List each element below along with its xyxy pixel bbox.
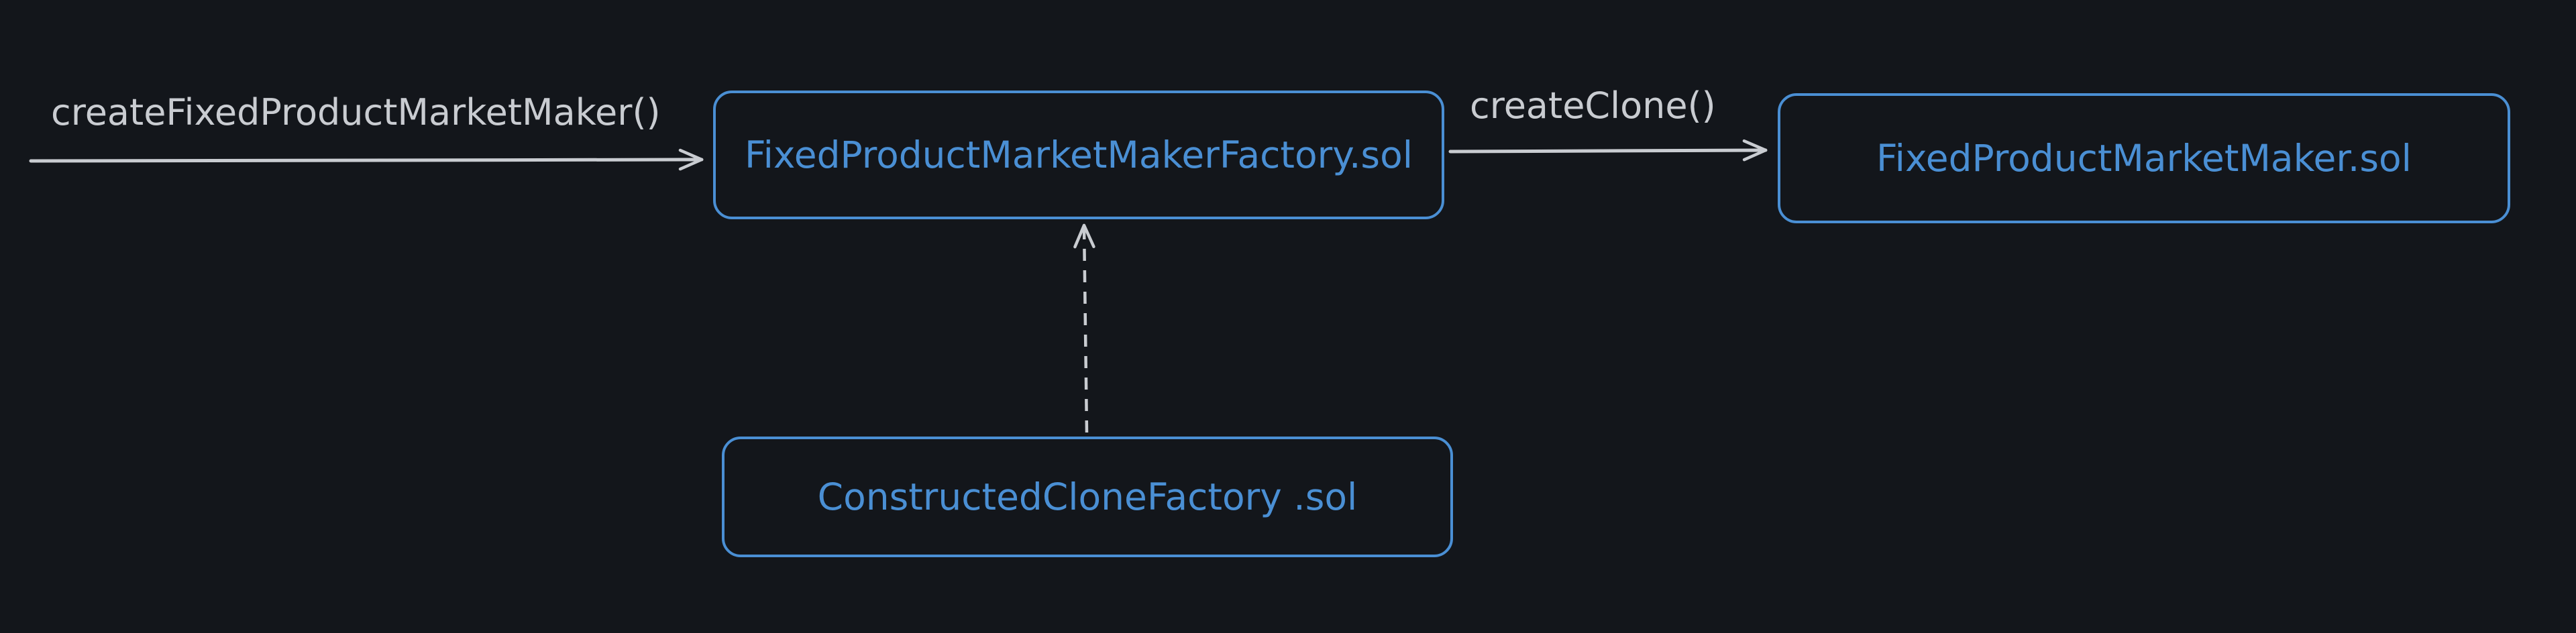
node-clone-factory[interactable]: ConstructedCloneFactory .sol xyxy=(722,437,1453,557)
edge-dependency-arrow xyxy=(1073,223,1095,433)
node-factory-label: FixedProductMarketMakerFactory.sol xyxy=(744,133,1413,176)
edge-label-create-clone: createClone() xyxy=(1470,84,1716,127)
node-market-maker[interactable]: FixedProductMarketMaker.sol xyxy=(1778,93,2510,223)
node-clone-factory-label: ConstructedCloneFactory .sol xyxy=(817,475,1358,518)
edge-label-create-fpmm: createFixedProductMarketMaker() xyxy=(51,91,661,133)
edge-create-fpmm-arrow xyxy=(29,148,704,171)
node-factory[interactable]: FixedProductMarketMakerFactory.sol xyxy=(713,91,1444,219)
edge-create-clone-arrow xyxy=(1448,139,1768,162)
node-market-maker-label: FixedProductMarketMaker.sol xyxy=(1876,137,2412,180)
